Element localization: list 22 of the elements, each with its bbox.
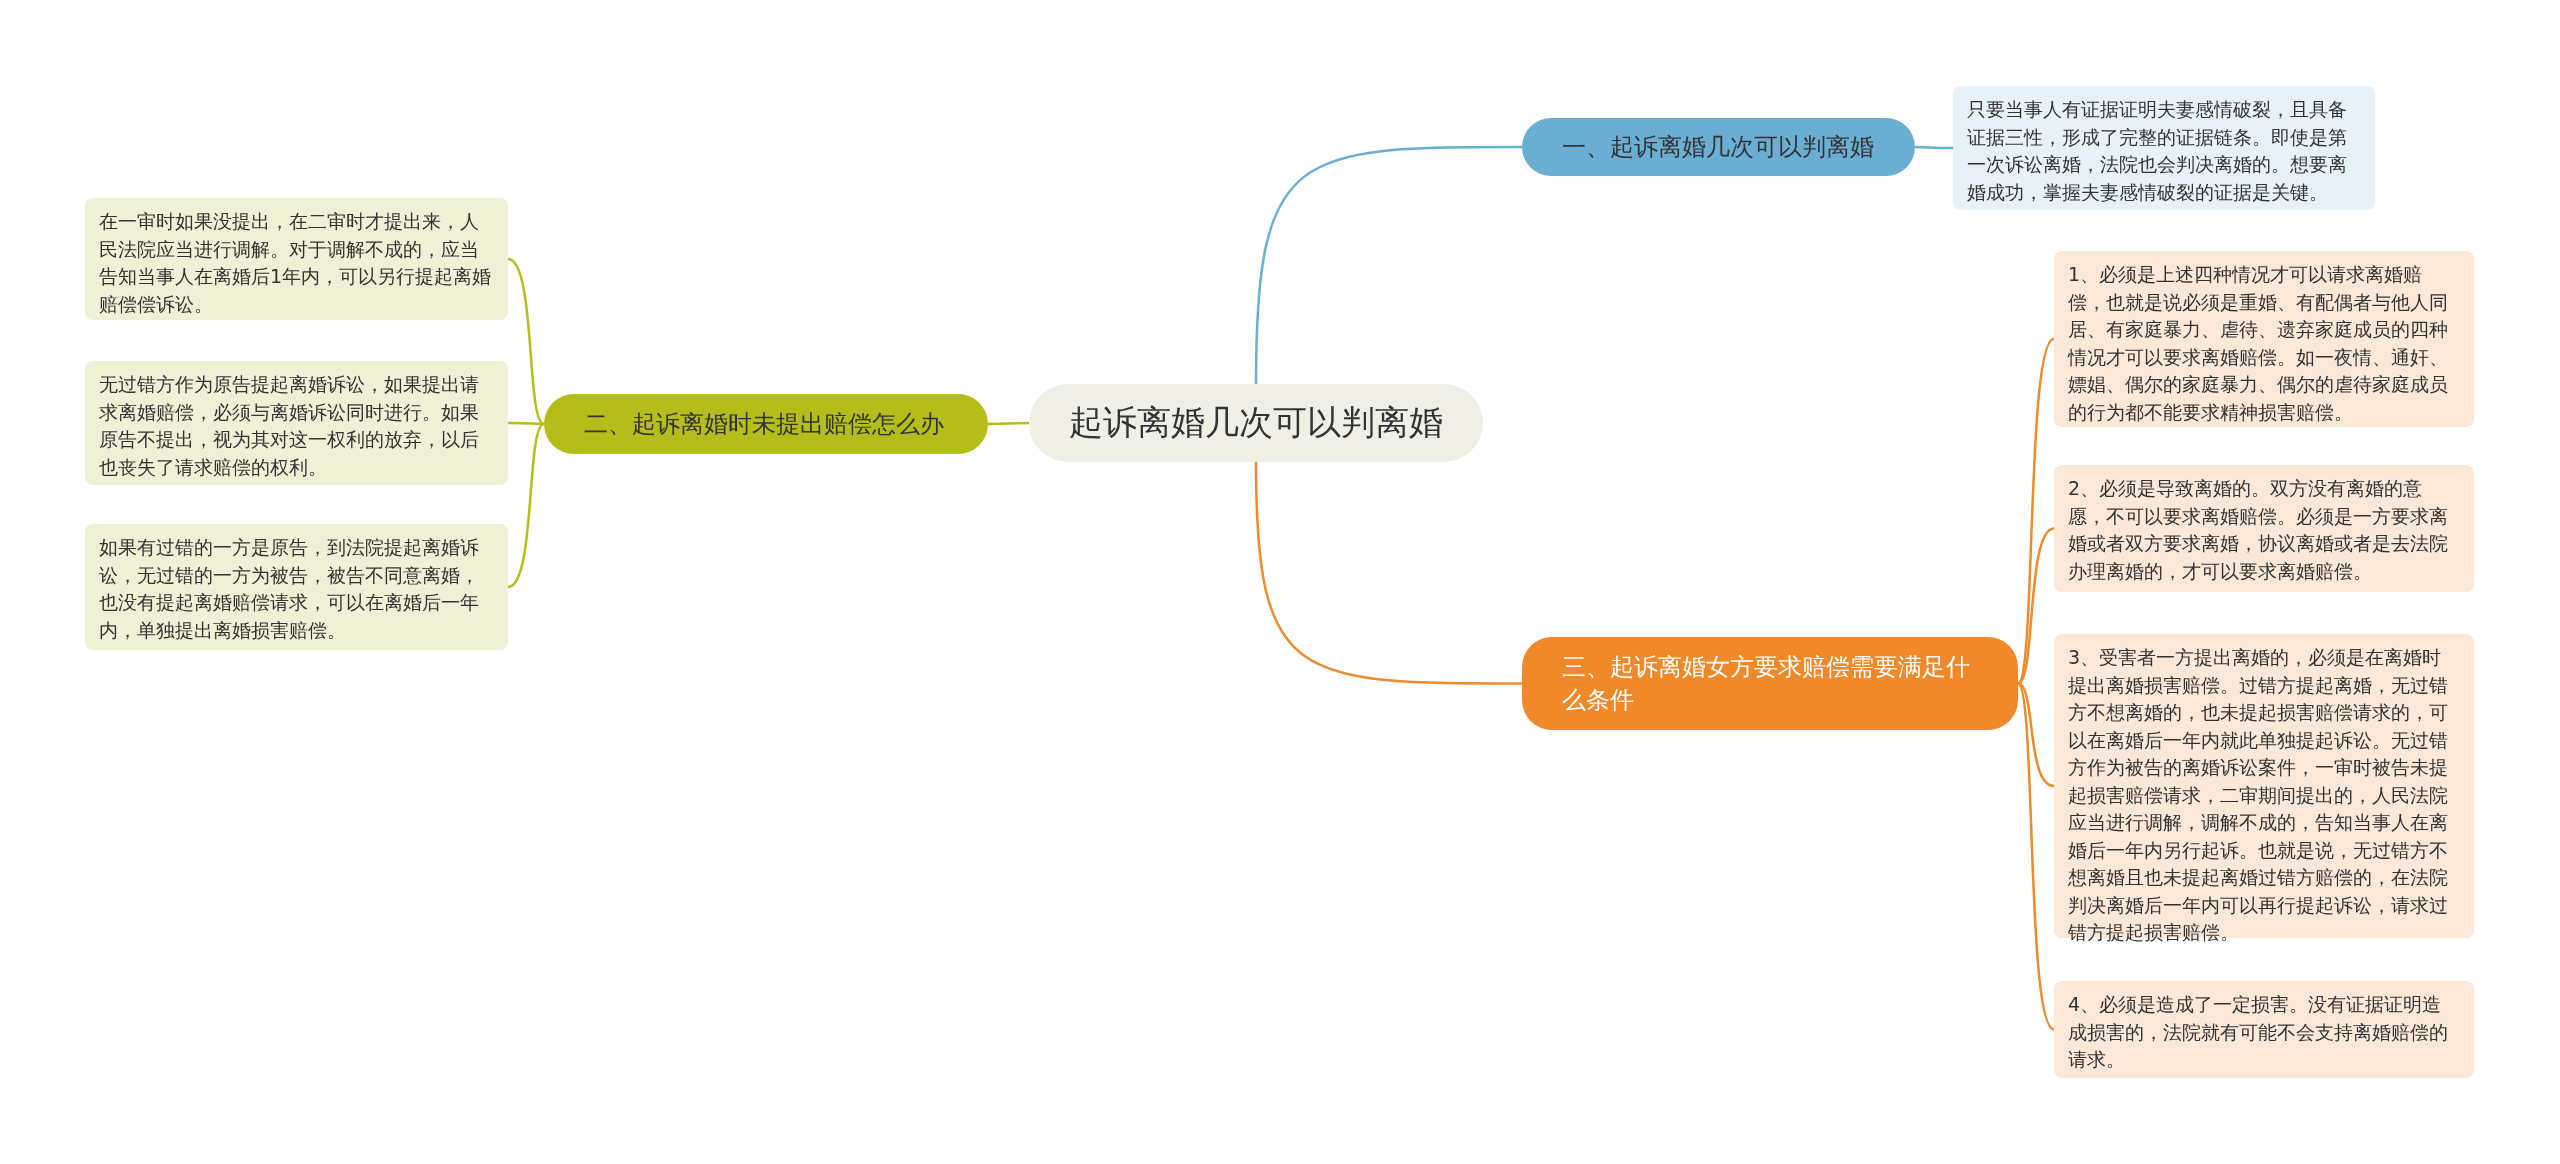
connector-line <box>2017 527 2055 685</box>
connector-line <box>2017 682 2055 788</box>
connector-line <box>1915 145 1953 150</box>
note-box: 2、必须是导致离婚的。双方没有离婚的意愿，不可以要求离婚赔偿。必须是一方要求离婚或者双方要求离婚，协议离婚或者是去法院办理离婚的，才可以要求离婚赔偿。 <box>2054 465 2474 592</box>
connector-line <box>1254 461 1522 685</box>
central-topic: 起诉离婚几次可以判离婚 <box>1029 384 1483 462</box>
branch-topic: 二、起诉离婚时未提出赔偿怎么办 <box>544 394 988 454</box>
connector-line <box>2016 338 2055 685</box>
note-box: 无过错方作为原告提起离婚诉讼，如果提出请求离婚赔偿，必须与离婚诉讼同时进行。如果原告不提出，视为其对这一权利的放弃，以后也丧失了请求赔偿的权利。 <box>85 361 508 485</box>
note-box: 4、必须是造成了一定损害。没有证据证明造成损害的，法院就有可能不会支持离婚赔偿的请求。 <box>2054 981 2474 1078</box>
connector-line <box>507 423 545 589</box>
note-box: 1、必须是上述四种情况才可以请求离婚赔偿，也就是说必须是重婚、有配偶者与他人同居、有家庭暴力、虐待、遗弃家庭成员的四种情况才可以要求离婚赔偿。如一夜情、通奸、嫖娼、偶尔的家庭暴力、偶尔的虐待家庭成员的行为都不能要求精神损害赔偿。 <box>2054 251 2474 427</box>
note-box: 如果有过错的一方是原告，到法院提起离婚诉讼，无过错的一方为被告，被告不同意离婚，也没有提起离婚赔偿请求，可以在离婚后一年内，单独提出离婚损害赔偿。 <box>85 524 508 650</box>
branch-topic: 一、起诉离婚几次可以判离婚 <box>1522 118 1915 176</box>
note-box: 只要当事人有证据证明夫妻感情破裂，且具备证据三性，形成了完整的证据链条。即使是第一次诉讼离婚，法院也会判决离婚的。想要离婚成功，掌握夫妻感情破裂的证据是关键。 <box>1953 86 2375 210</box>
connector-line <box>1254 145 1522 385</box>
branch-topic: 三、起诉离婚女方要求赔偿需要满足什么条件 <box>1522 637 2018 730</box>
connector-line <box>507 257 545 425</box>
connector-line <box>987 421 1030 426</box>
note-box: 在一审时如果没提出，在二审时才提出来，人民法院应当进行调解。对于调解不成的，应当告知当事人在离婚后1年内，可以另行提起离婚赔偿偿诉讼。 <box>85 198 508 320</box>
connector-line <box>2016 682 2055 1031</box>
connector-line <box>508 421 544 426</box>
